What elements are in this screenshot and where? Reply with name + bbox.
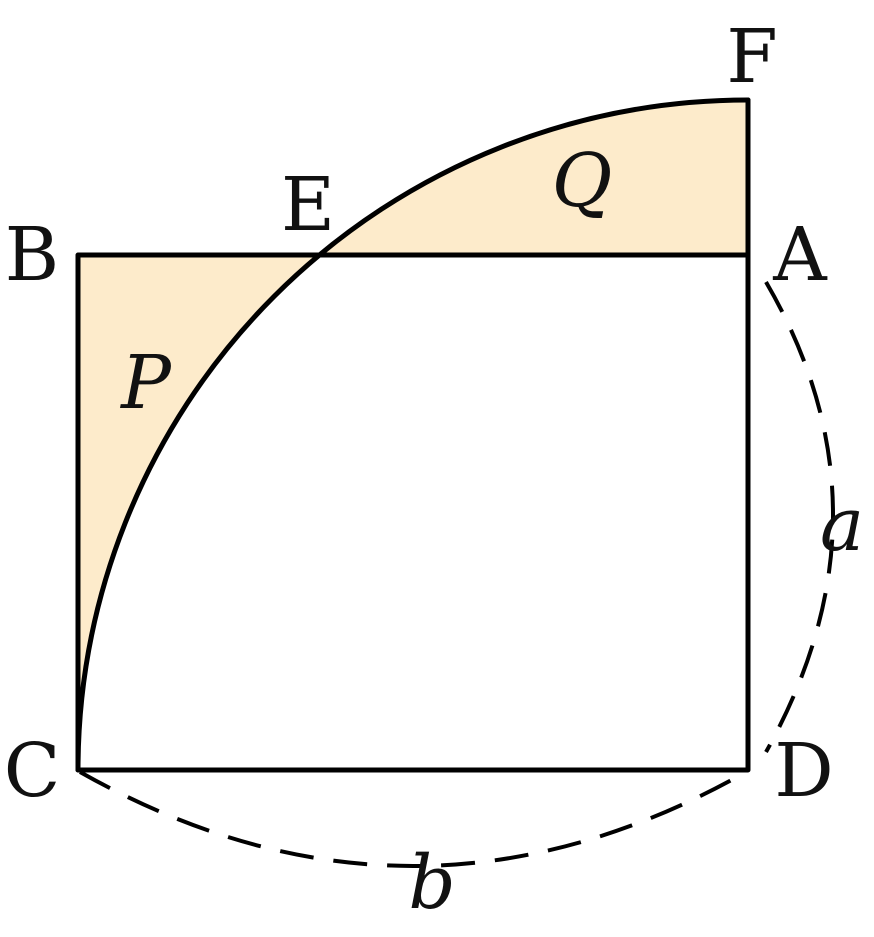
label-point-f: F <box>726 14 777 100</box>
label-length-b: b <box>408 840 455 926</box>
label-region-q: Q <box>552 138 613 224</box>
region-q <box>316 99 748 255</box>
rectangle-abcd <box>75 252 751 773</box>
arc-cf <box>75 97 751 773</box>
label-length-a: a <box>820 482 864 568</box>
dimension-a <box>764 280 835 753</box>
label-point-b: B <box>5 212 59 298</box>
label-point-d: D <box>774 728 833 814</box>
label-point-c: C <box>4 728 61 814</box>
label-point-a: A <box>772 212 828 298</box>
label-point-e: E <box>281 162 335 248</box>
region-p <box>77 255 317 770</box>
dimension-b <box>79 770 747 868</box>
label-region-p: P <box>119 340 172 426</box>
